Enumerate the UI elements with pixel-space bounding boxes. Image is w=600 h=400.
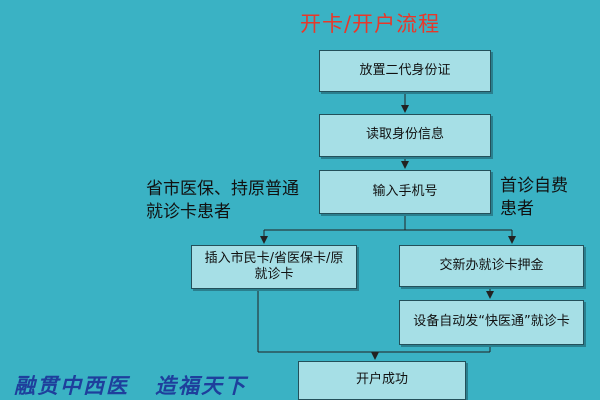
step-pay-deposit-label: 交新办就诊卡押金 — [439, 257, 544, 273]
step-place-id-card-label: 放置二代身份证 — [359, 62, 451, 78]
branch-note-insured-patients: 省市医保、持原普通就诊卡患者 — [146, 179, 299, 222]
footer-slogan-part1: 融贯中西医 — [14, 373, 129, 398]
step-pay-deposit: 交新办就诊卡押金 — [399, 245, 584, 287]
step-insert-card: 插入市民卡/省医保卡/原就诊卡 — [191, 245, 357, 289]
branch-note-self-pay-patients: 首诊自费患者 — [500, 176, 568, 219]
step-read-id-info-label: 读取身份信息 — [365, 127, 444, 143]
step-enter-phone-label: 输入手机号 — [372, 183, 438, 199]
step-account-opened: 开户成功 — [298, 361, 466, 400]
step-place-id-card: 放置二代身份证 — [319, 50, 491, 92]
footer-slogan: 融贯中西医 造福天下 — [14, 370, 314, 400]
step-auto-issue-card: 设备自动发“快医通”就诊卡 — [399, 300, 584, 345]
diagram-title: 开卡/开户流程 — [300, 12, 441, 36]
step-read-id-info: 读取身份信息 — [319, 114, 491, 157]
footer-slogan-part2: 造福天下 — [155, 373, 247, 398]
step-enter-phone: 输入手机号 — [319, 170, 491, 214]
step-insert-card-label: 插入市民卡/省医保卡/原就诊卡 — [204, 250, 344, 282]
step-account-opened-label: 开户成功 — [355, 372, 408, 388]
step-auto-issue-card-label: 设备自动发“快医通”就诊卡 — [413, 314, 570, 330]
